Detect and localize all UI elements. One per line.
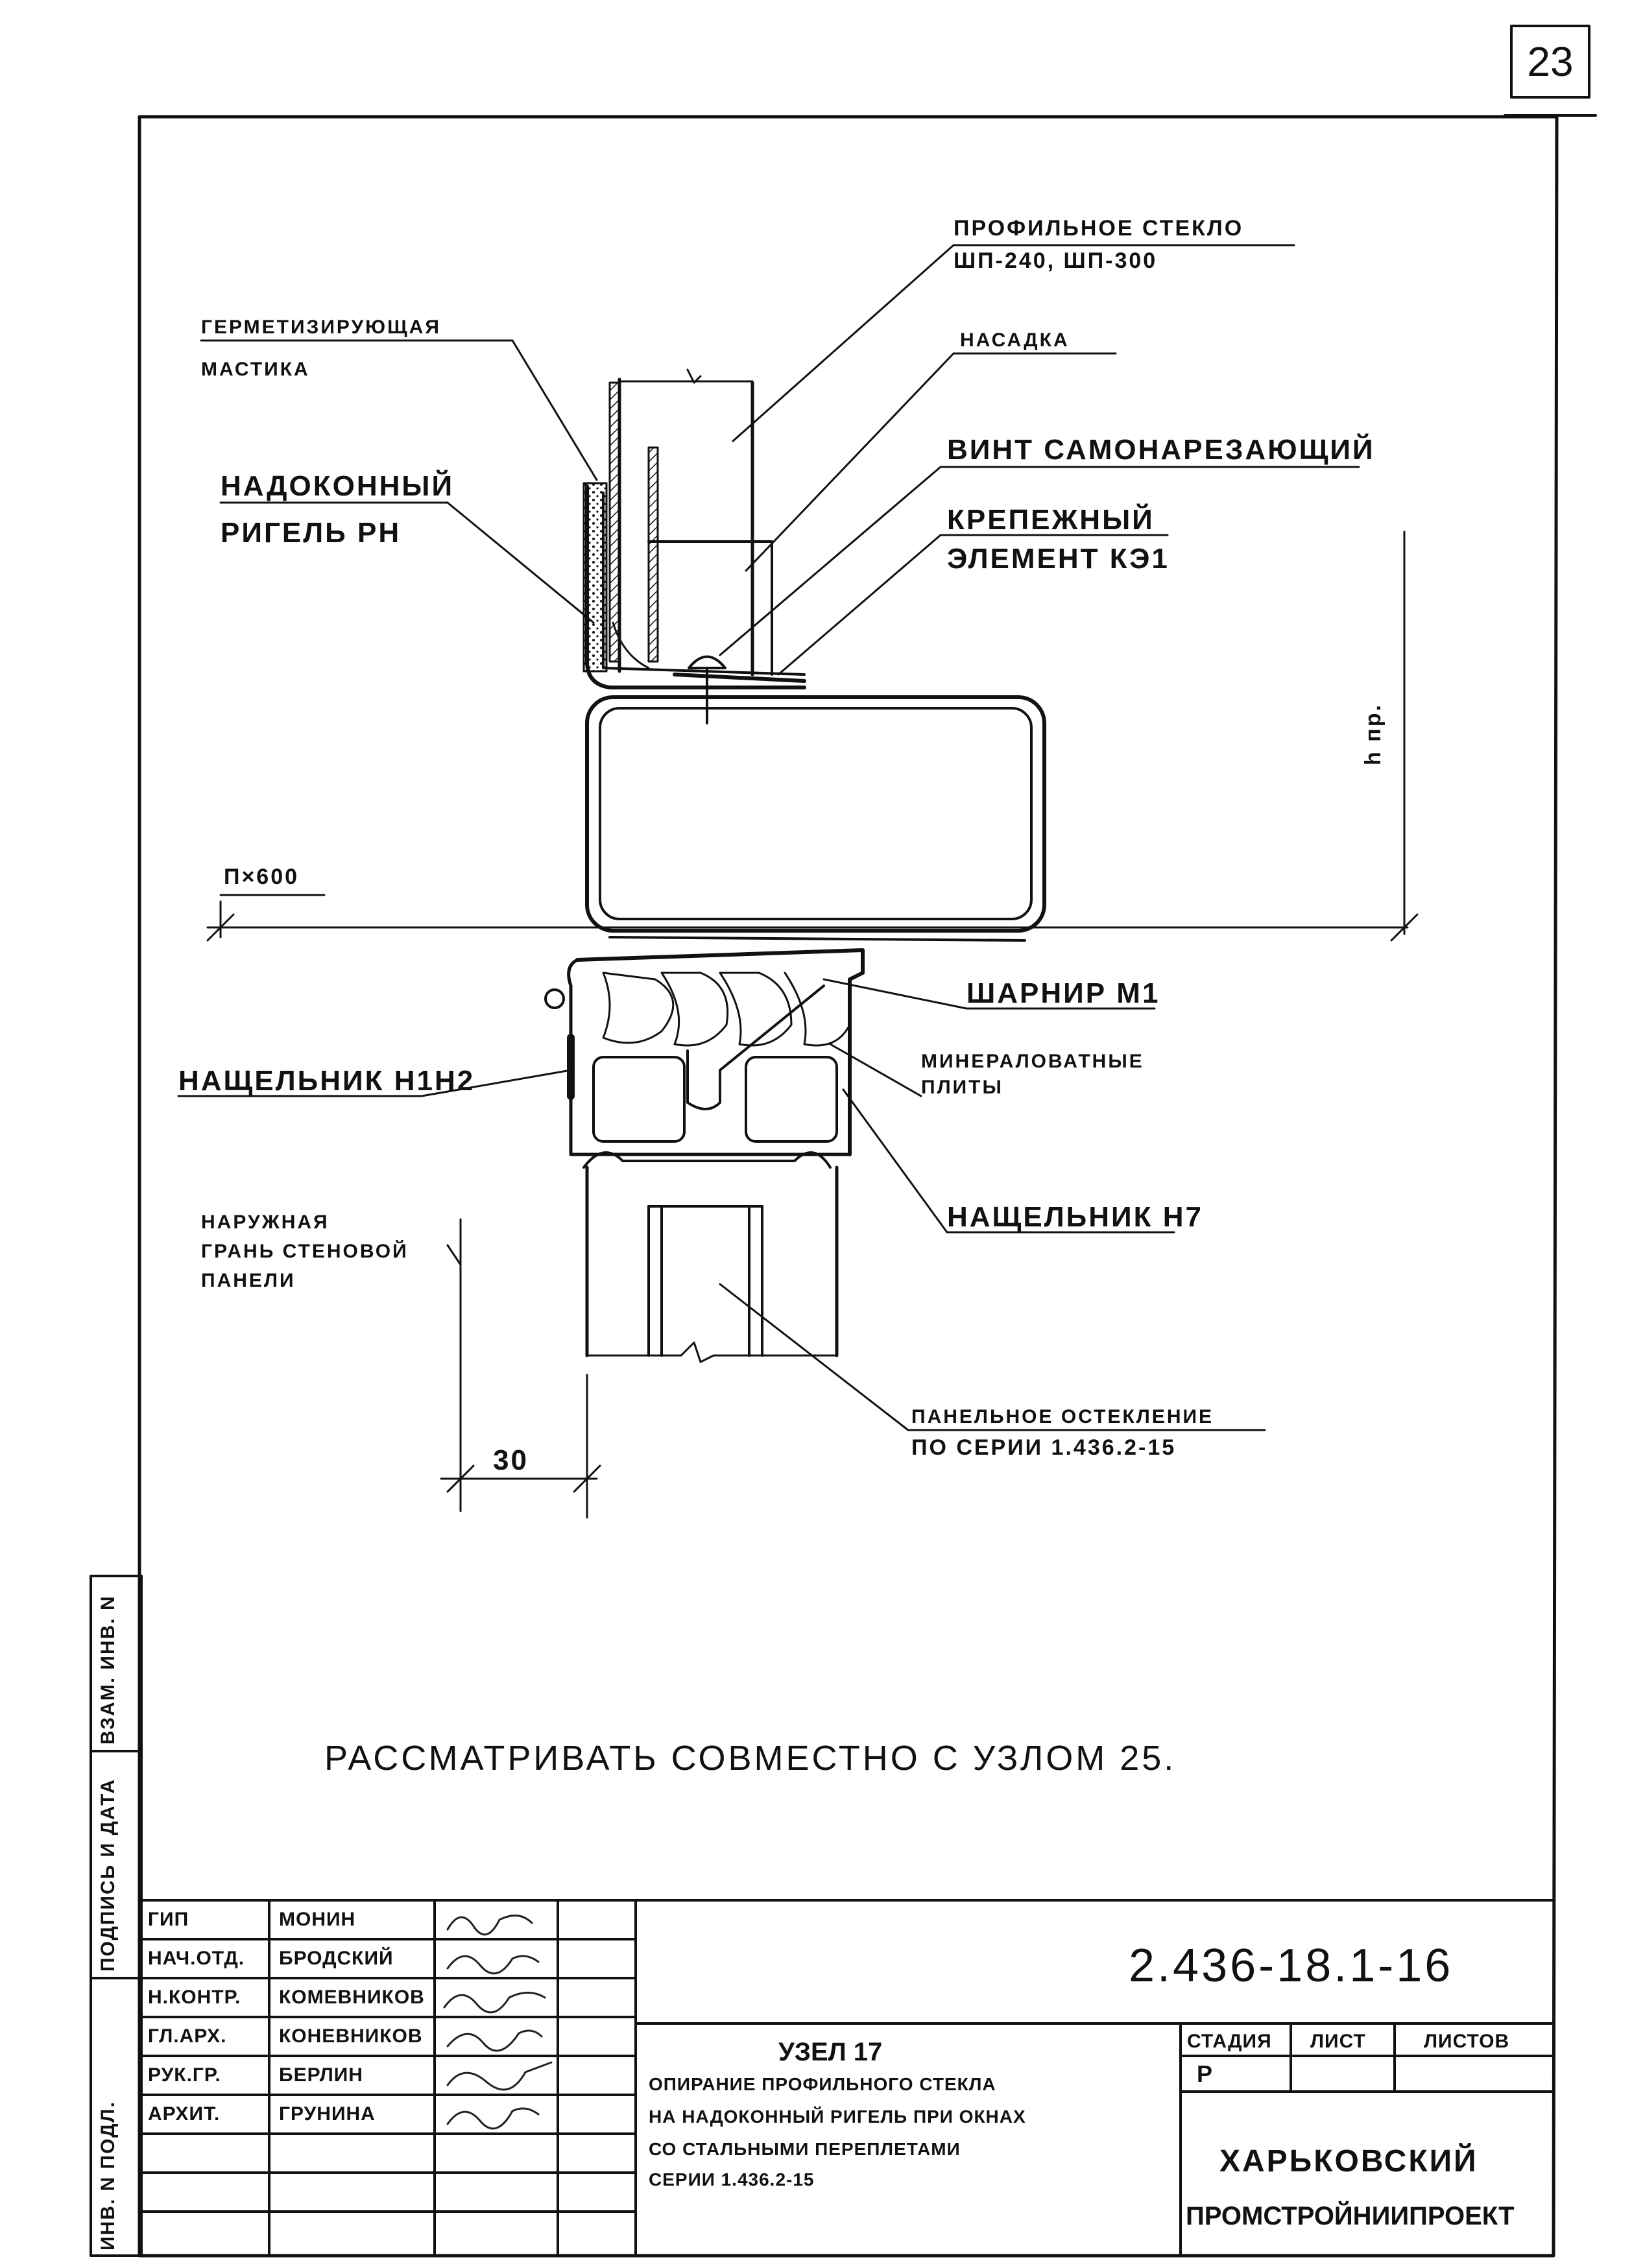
label-h-dim: h пр. [1361, 703, 1386, 765]
label-rail-2: РИГЕЛЬ РН [221, 517, 402, 549]
name-norm-control: КОМЕВНИКОВ [279, 1987, 425, 2008]
sheet-frame [138, 25, 1597, 2258]
signatures [443, 1915, 553, 2130]
title-line-2: НА НАДОКОННЫЙ РИГЕЛЬ ПРИ ОКНАХ [649, 2107, 1026, 2127]
name-group-lead: БЕРЛИН [279, 2064, 363, 2086]
role-group-lead: РУК.ГР. [148, 2064, 221, 2086]
role-architect: АРХИТ. [148, 2103, 221, 2125]
label-flashing-h7: НАЩЕЛЬНИК Н7 [947, 1201, 1203, 1233]
side-stamp-signature-date: ПОДПИСЬ И ДАТА [97, 1778, 119, 1972]
label-mineral-wool-2: ПЛИТЫ [921, 1077, 1003, 1098]
title-line-1: ОПИРАНИЕ ПРОФИЛЬНОГО СТЕКЛА [649, 2074, 996, 2094]
label-fastening-element-2: ЭЛЕМЕНТ КЭ1 [947, 543, 1170, 575]
drawing-note: РАССМАТРИВАТЬ СОВМЕСТНО С УЗЛОМ 25. [324, 1739, 1177, 1778]
label-n600: П×600 [224, 865, 300, 889]
side-stamp-frame [90, 1575, 143, 2257]
title-main: УЗЕЛ 17 [778, 2038, 883, 2066]
title-line-4: СЕРИИ 1.436.2-15 [649, 2169, 815, 2190]
label-dim-30: 30 [493, 1444, 529, 1476]
profile-glass [608, 368, 754, 676]
self-tapping-screw [673, 655, 806, 724]
panel-glazing [582, 1151, 839, 1363]
drawing-code: 2.436-18.1-16 [1129, 1940, 1454, 1992]
label-profile-glass-types: ШП-240, ШП-300 [954, 248, 1158, 273]
label-sealing-mastic-2: МАСТИКА [201, 359, 310, 380]
cap [647, 540, 773, 676]
name-chief-architect: КОНЕВНИКОВ [279, 2025, 423, 2047]
dimension-lines [206, 531, 1419, 1519]
org-name-2: ПРОМСТРОЙНИИПРОЕКТ [1186, 2202, 1515, 2230]
sheets-header: ЛИСТОВ [1424, 2031, 1510, 2052]
label-outer-face-3: ПАНЕЛИ [201, 1270, 296, 1291]
side-stamp-inv-no: ИНВ. N ПОДЛ. [97, 2101, 119, 2250]
label-panel-glazing-1: ПАНЕЛЬНОЕ ОСТЕКЛЕНИЕ [911, 1406, 1214, 1427]
lower-profile [544, 948, 865, 1156]
side-stamp-replace-inv: ВЗАМ. ИНВ. N [97, 1595, 119, 1745]
label-outer-face-2: ГРАНЬ СТЕНОВОЙ [201, 1241, 409, 1262]
label-panel-glazing-2: ПО СЕРИИ 1.436.2-15 [911, 1435, 1177, 1460]
stage-value: Р [1197, 2060, 1214, 2087]
rail-rh [582, 482, 806, 689]
rail-tube [585, 695, 1046, 942]
label-sealing-mastic-1: ГЕРМЕТИЗИРУЮЩАЯ [201, 316, 441, 338]
label-profile-glass: ПРОФИЛЬНОЕ СТЕКЛО [954, 216, 1244, 241]
leader-lines [177, 244, 1360, 1431]
label-mineral-wool-1: МИНЕРАЛОВАТНЫЕ [921, 1051, 1144, 1072]
label-flashing-h1h2: НАЩЕЛЬНИК Н1Н2 [178, 1065, 475, 1097]
role-norm-control: Н.КОНТР. [148, 1987, 241, 2008]
title-block-frame [138, 1899, 1555, 2257]
label-cap: НАСАДКА [960, 329, 1070, 351]
name-gip: МОНИН [279, 1909, 356, 1930]
role-gip: ГИП [148, 1909, 189, 1930]
label-hinge: ШАРНИР М1 [966, 977, 1160, 1009]
title-line-3: СО СТАЛЬНЫМИ ПЕРЕПЛЕТАМИ [649, 2139, 961, 2159]
label-outer-face-1: НАРУЖНАЯ [201, 1212, 330, 1233]
label-self-tapping-screw: ВИНТ САМОНАРЕЗАЮЩИЙ [947, 434, 1375, 466]
role-head-dept: НАЧ.ОТД. [148, 1948, 245, 1969]
label-fastening-element-1: КРЕПЕЖНЫЙ [947, 504, 1155, 536]
label-rail-1: НАДОКОННЫЙ [221, 470, 455, 502]
sheet-header: ЛИСТ [1310, 2031, 1366, 2052]
name-architect: ГРУНИНА [279, 2103, 376, 2125]
org-name-1: ХАРЬКОВСКИЙ [1219, 2144, 1478, 2178]
sheet-number: 23 [1527, 38, 1574, 85]
role-chief-architect: ГЛ.АРХ. [148, 2025, 227, 2047]
name-head-dept: БРОДСКИЙ [279, 1948, 394, 1969]
stage-header: СТАДИЯ [1187, 2031, 1272, 2052]
